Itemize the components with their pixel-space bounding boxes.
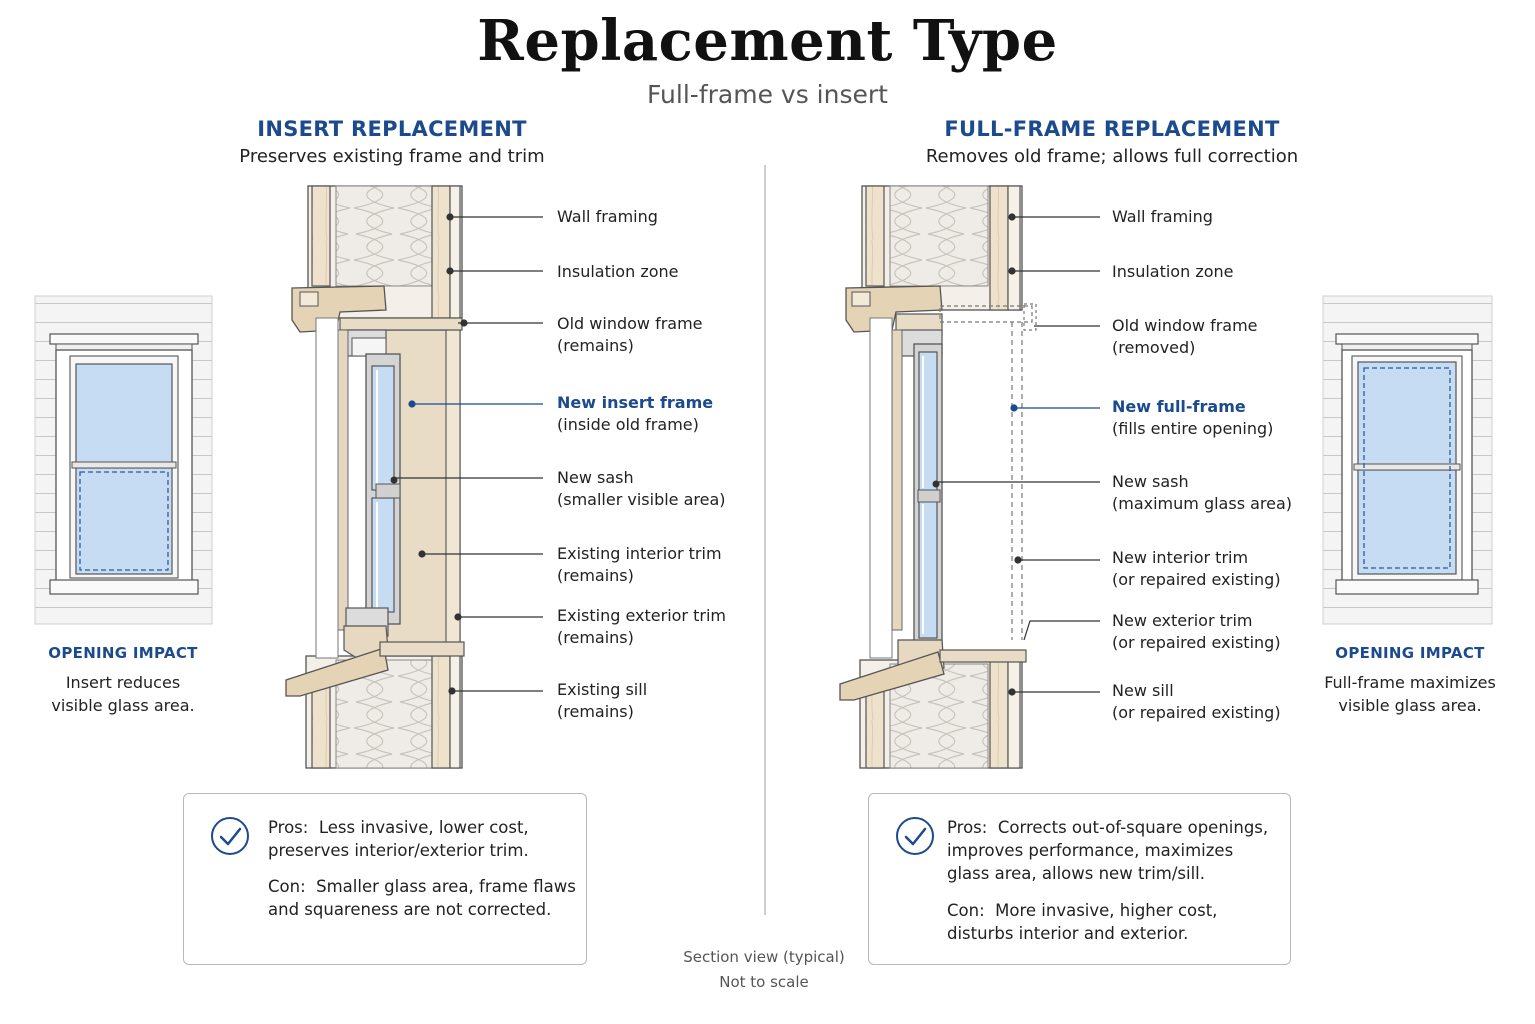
fullframe-callout-insulation: Insulation zone: [1112, 262, 1234, 281]
insert-heading: INSERT REPLACEMENT: [257, 117, 527, 141]
insert-callout-new-insert-frame: New insert frame(inside old frame): [557, 393, 714, 434]
fullframe-cons-text: Con: More invasive, higher cost, disturb…: [947, 901, 1218, 943]
fullframe-pros-cons-box: Pros: Corrects out-of-square openings, i…: [868, 793, 1291, 965]
footer-not-to-scale: Not to scale: [719, 973, 809, 991]
fullframe-subheading: Removes old frame; allows full correctio…: [925, 146, 1299, 167]
insert-impact-text: Insert reduces visible glass area.: [51, 673, 195, 715]
insert-window-elevation: [34, 295, 213, 625]
insert-callout-old-frame: Old window frame(remains): [557, 314, 703, 355]
page-title: Replacement Type: [477, 8, 1058, 74]
insert-callout-sill: Existing sill(remains): [557, 680, 648, 721]
footer-section-view: Section view (typical): [683, 948, 845, 966]
insert-pros-text: Pros: Less invasive, lower cost, preserv…: [268, 818, 529, 860]
fullframe-callout-wall-framing: Wall framing: [1112, 207, 1213, 226]
insert-callout-insulation: Insulation zone: [557, 262, 679, 281]
fullframe-callout-exterior-trim: New exterior trim(or repaired existing): [1112, 611, 1281, 652]
insert-impact-heading: OPENING IMPACT: [48, 644, 198, 662]
fullframe-callout-new-full-frame: New full-frame(fills entire opening): [1112, 397, 1274, 438]
page-subtitle: Full-frame vs insert: [647, 80, 888, 109]
insert-callout-new-sash: New sash(smaller visible area): [557, 468, 726, 509]
insert-callout-wall-framing: Wall framing: [557, 207, 658, 226]
insert-callout-interior-trim: Existing interior trim(remains): [557, 544, 722, 585]
fullframe-heading: FULL-FRAME REPLACEMENT: [944, 117, 1280, 141]
fullframe-impact-heading: OPENING IMPACT: [1335, 644, 1485, 662]
insert-section-drawing: [285, 185, 465, 769]
insert-cons-text: Con: Smaller glass area, frame flaws and…: [268, 877, 576, 919]
insert-leaders: [394, 213, 543, 695]
fullframe-callout-old-frame: Old window frame(removed): [1112, 316, 1258, 357]
insert-pros-cons-box: Pros: Less invasive, lower cost, preserv…: [183, 793, 587, 965]
fullframe-pros-text: Pros: Corrects out-of-square openings, i…: [947, 818, 1269, 883]
check-circle-icon: [211, 817, 249, 855]
insert-subheading: Preserves existing frame and trim: [239, 146, 545, 167]
fullframe-callout-new-sash: New sash(maximum glass area): [1112, 472, 1293, 513]
fullframe-leaders: [936, 213, 1100, 696]
insert-callout-exterior-trim: Existing exterior trim(remains): [557, 606, 726, 647]
fullframe-callout-sill: New sill(or repaired existing): [1112, 681, 1281, 722]
fullframe-section-drawing: [839, 185, 1037, 769]
fullframe-impact-text: Full-frame maximizes visible glass area.: [1324, 673, 1496, 715]
fullframe-callout-interior-trim: New interior trim(or repaired existing): [1112, 548, 1281, 589]
fullframe-window-elevation: [1322, 295, 1493, 625]
check-circle-icon: [896, 817, 934, 855]
